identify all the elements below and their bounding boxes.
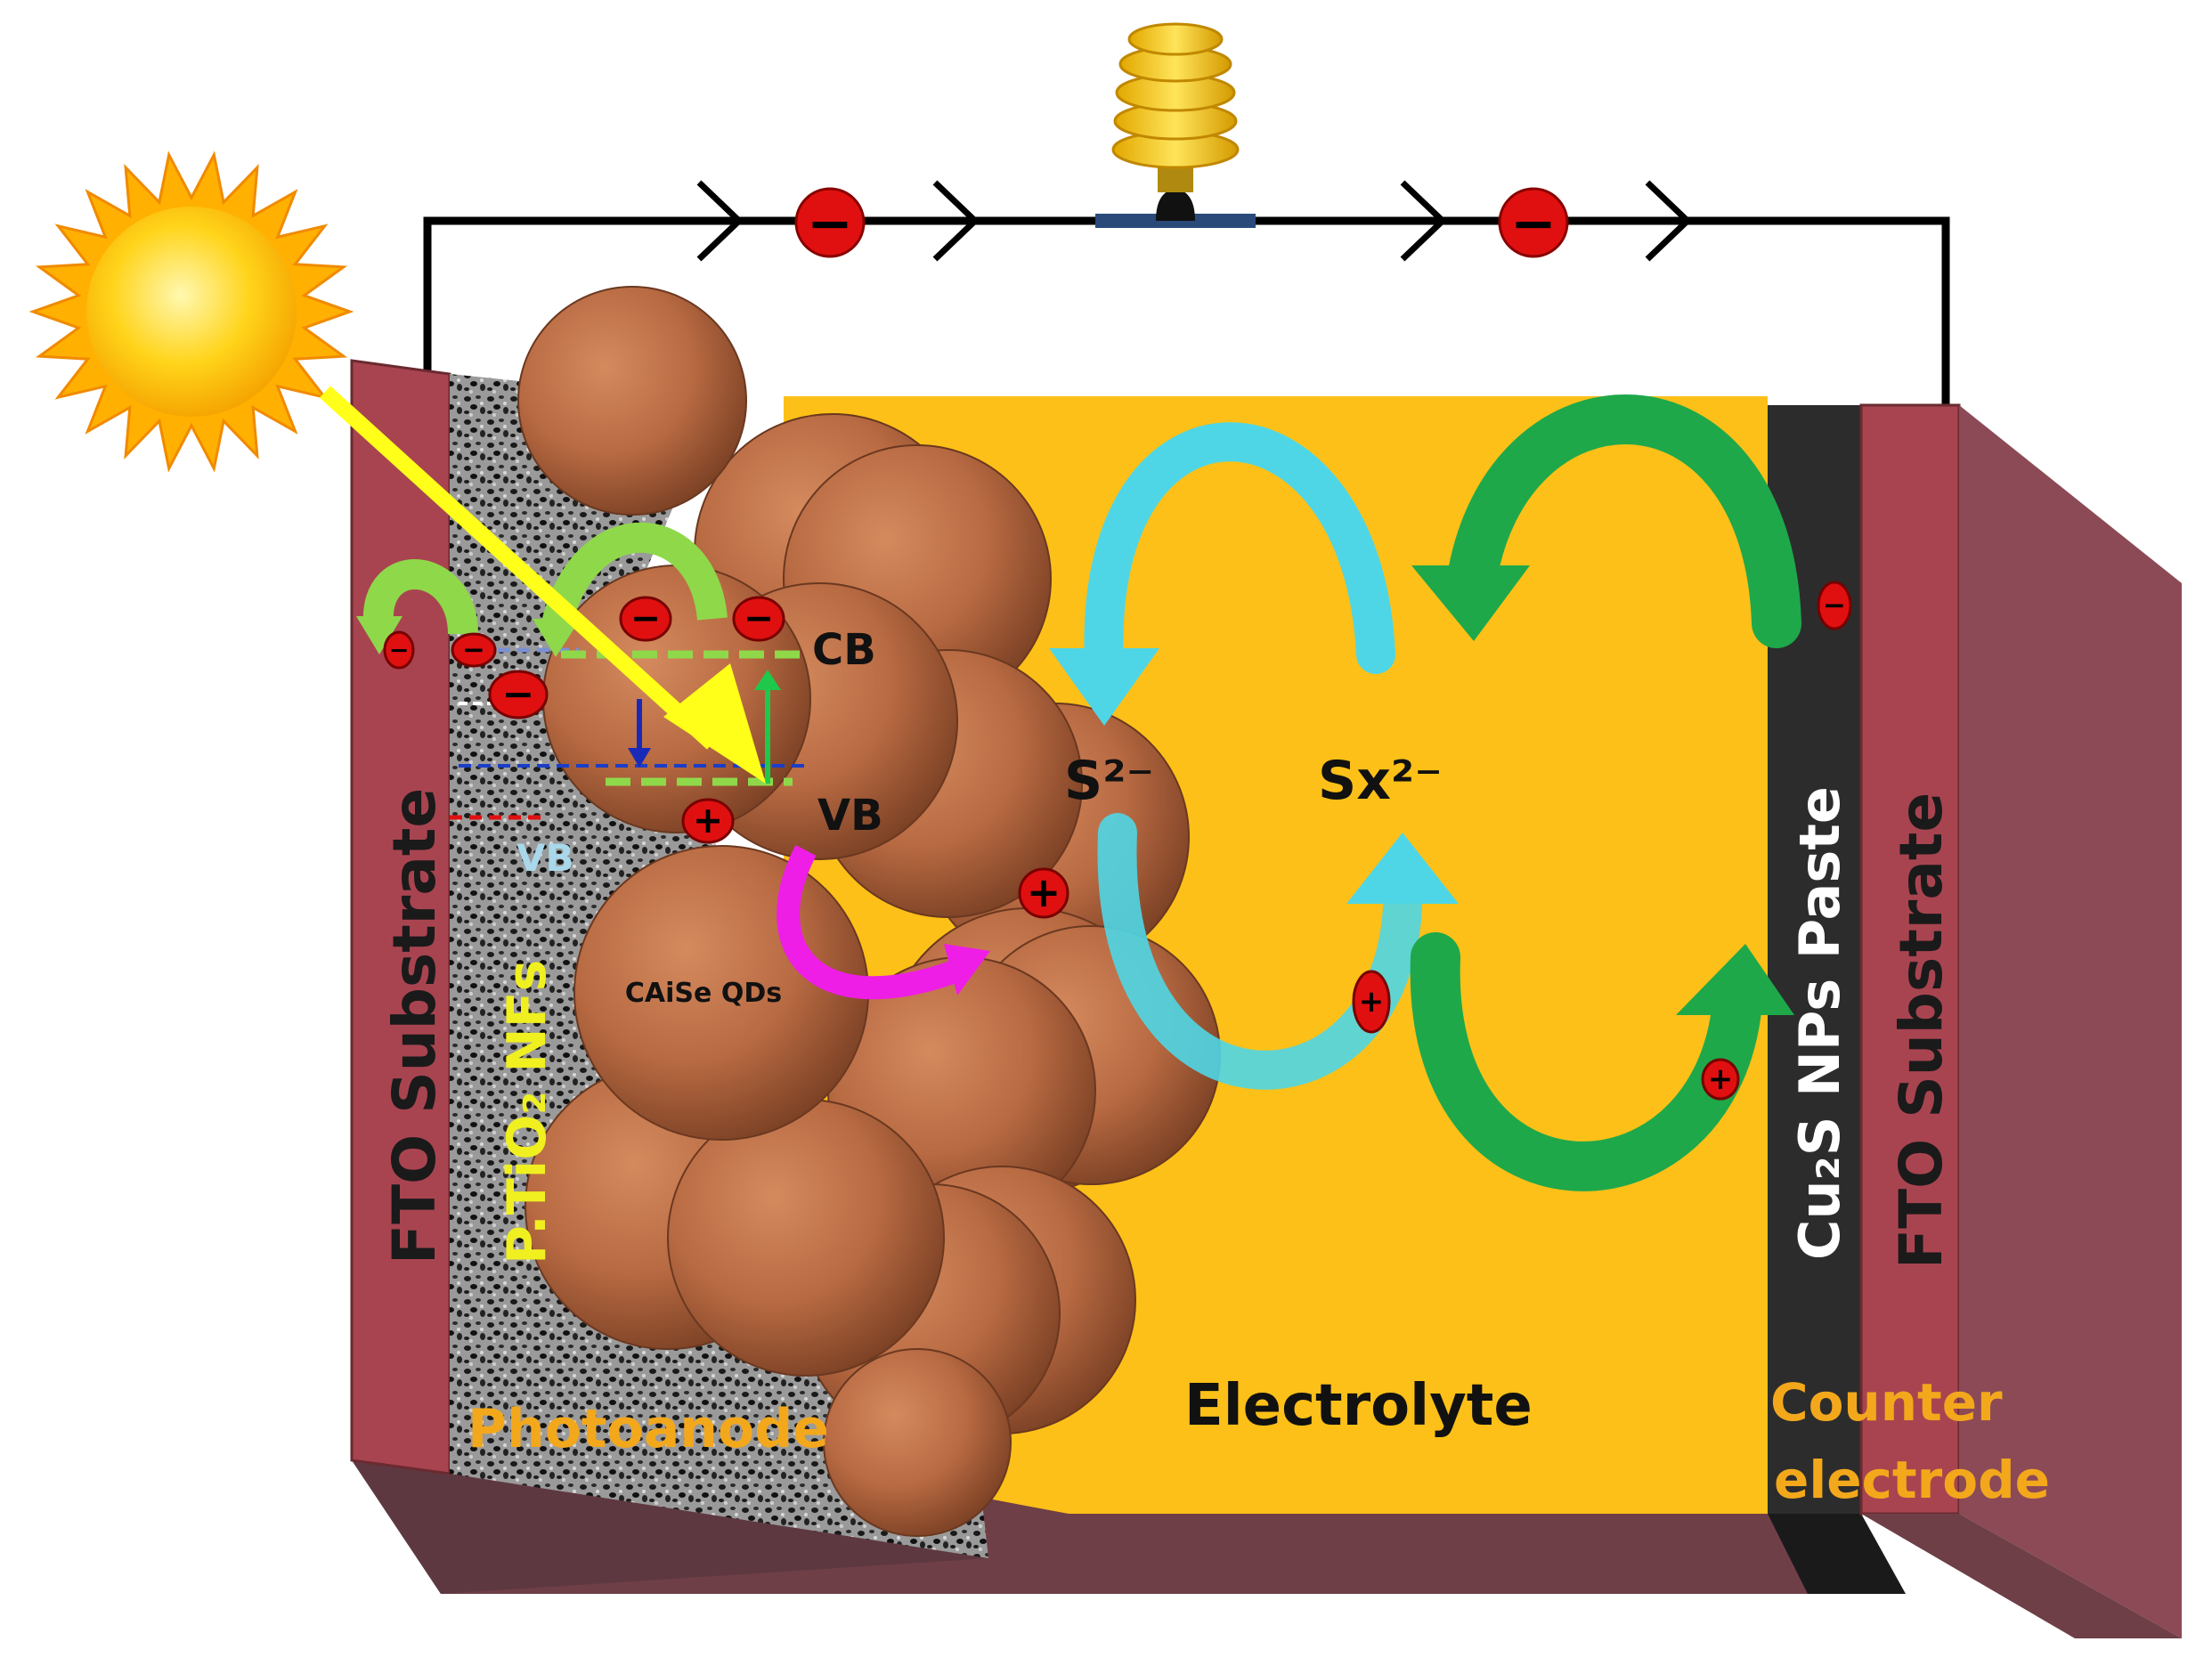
hole: +	[1701, 1058, 1740, 1101]
excitation-arrowhead	[754, 670, 781, 690]
electron: −	[383, 630, 415, 670]
charge-circle	[383, 630, 415, 670]
green-arrowhead	[1411, 565, 1530, 641]
cell-base-shadow	[352, 1460, 988, 1594]
tio2-vb-label: VB	[516, 836, 574, 880]
electrolyte-label: Electrolyte	[1184, 1373, 1533, 1439]
cyan-arrowhead	[1049, 648, 1159, 726]
electron-sign: −	[1823, 589, 1846, 622]
injection-arrow	[362, 559, 478, 636]
light-ray-head	[663, 663, 766, 784]
electron: −	[1817, 581, 1852, 630]
fto-substrate-right-side	[1959, 405, 2182, 1638]
quantum-dot-sphere	[823, 1348, 1012, 1537]
green-arrowhead	[1676, 944, 1794, 1015]
cyan-arrowhead	[1346, 833, 1459, 904]
electron-sign: −	[462, 634, 485, 666]
direction-chevron	[696, 180, 744, 262]
charge-circle	[681, 798, 735, 844]
hole: +	[681, 798, 735, 844]
wire-electron: −	[794, 187, 866, 258]
band-diagram: CB VB VB E𝒻	[450, 625, 883, 880]
direction-chevron	[1645, 180, 1693, 262]
injection-arrowhead	[533, 619, 581, 657]
charge-circle	[488, 670, 549, 719]
fto-substrate-left-label: FTO Substrate	[380, 788, 449, 1264]
sx2-label: Sx²⁻	[1318, 750, 1443, 812]
direction-chevron	[1400, 180, 1448, 262]
hole-sign: +	[693, 799, 723, 841]
hole-sign: +	[1359, 984, 1385, 1020]
cu2s-label: Cu₂S NPs Paste	[1787, 786, 1852, 1260]
injection-arrowhead	[356, 616, 403, 654]
injection-arrow	[541, 522, 728, 628]
hole-sign: +	[1708, 1061, 1734, 1097]
charge-circle	[732, 596, 785, 642]
fto-substrate-right-label: FTO Substrate	[1887, 792, 1956, 1269]
charge-circle	[619, 596, 672, 642]
cu2s-layer	[1768, 405, 1861, 1514]
counter-electrode-label-line1: Counter	[1770, 1372, 2003, 1433]
vb-label: VB	[817, 791, 883, 841]
qd-label: CAiSe QDs	[625, 978, 782, 1009]
down-arrowhead	[628, 748, 651, 768]
current-direction-arrows	[696, 180, 1693, 262]
electron: −	[451, 632, 497, 668]
cyan-cycle-arrow	[1084, 422, 1395, 683]
hole-transfer-arrowhead	[944, 944, 990, 996]
hole-transfer-arrow	[777, 844, 962, 1000]
quantum-dot-sphere	[517, 286, 747, 516]
electron-sign: −	[502, 671, 535, 717]
electron: −	[619, 596, 672, 642]
wire-electron: −	[1498, 187, 1569, 258]
tio2-label: P.TiO₂ NFs	[496, 960, 558, 1264]
electron: −	[732, 596, 785, 642]
electron-sign: −	[389, 637, 410, 664]
light-ray	[319, 386, 719, 750]
charge-circle	[1018, 867, 1069, 919]
charge-carriers: −−−−−−++++	[383, 581, 1852, 1101]
counter-electrode-label-line2: electrode	[1774, 1450, 2050, 1510]
green-cycle-arrow	[1446, 394, 1801, 648]
charge-circle	[1701, 1058, 1740, 1101]
electron-sign: −	[1510, 191, 1557, 256]
photoanode-label: Photoanode	[468, 1398, 829, 1460]
charge-circle	[1352, 970, 1391, 1034]
hole: +	[1018, 867, 1069, 919]
direction-chevron	[932, 180, 980, 262]
s2-label: S²⁻	[1064, 750, 1154, 812]
cu2s-bottom	[1768, 1514, 1906, 1594]
quantum-dot-sphere	[667, 1099, 945, 1377]
light-bulb-icon	[1095, 22, 1256, 228]
charge-circle	[451, 632, 497, 668]
electron: −	[488, 670, 549, 719]
fto-substrate-right-bottom	[1861, 1514, 2182, 1638]
cb-label: CB	[812, 625, 876, 675]
electron-sign: −	[744, 597, 774, 639]
hole: +	[1352, 970, 1391, 1034]
sun-icon	[28, 150, 354, 473]
charge-circle	[1817, 581, 1852, 630]
electron-sign: −	[807, 191, 853, 256]
electron-sign: −	[630, 597, 661, 639]
hole-sign: +	[1027, 868, 1061, 916]
